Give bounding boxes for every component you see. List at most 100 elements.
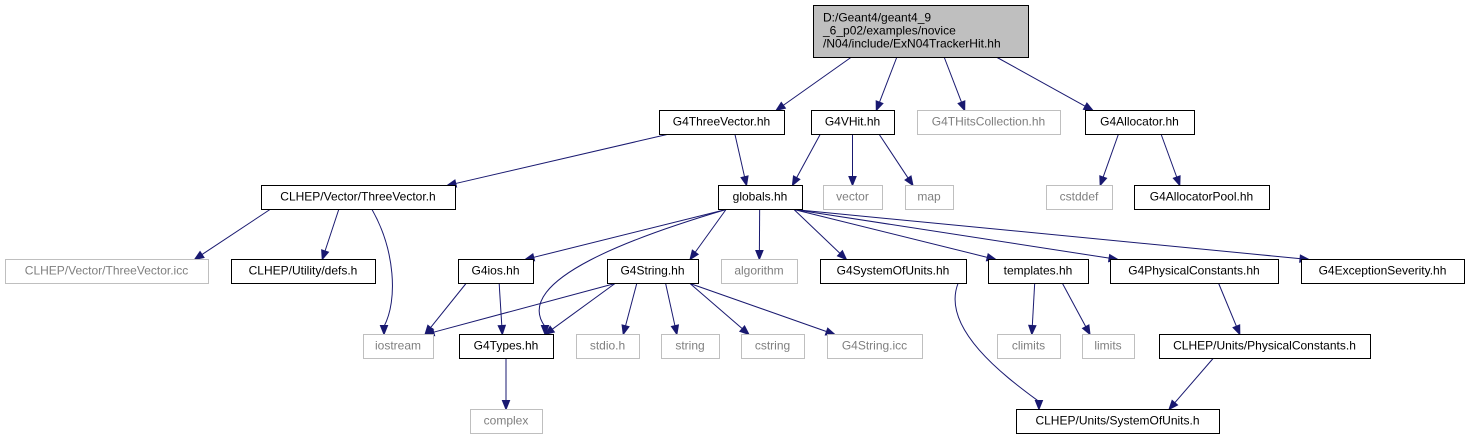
node-box: [1082, 334, 1135, 359]
node-box: [1301, 259, 1465, 284]
node-label: _6_p02/examples/novice: [822, 24, 956, 38]
arrowhead-clhep-systemofunits: [1168, 399, 1179, 411]
edge-g4string-to-g4types: [551, 283, 616, 331]
edge-clhep-physicalconstants-to-clhep-systemofunits: [1173, 358, 1214, 404]
edge-globals-to-g4types: [538, 209, 727, 327]
node-clhep-threevector-icc: CLHEP/Vector/ThreeVector.icc: [5, 259, 209, 284]
node-limits: limits: [1082, 334, 1135, 359]
node-box: [659, 110, 785, 135]
node-cstddef: cstddef: [1046, 185, 1113, 210]
arrowhead-vector: [848, 176, 857, 187]
edge-g4vhit-to-map: [878, 134, 910, 180]
node-iostream: iostream: [363, 334, 434, 359]
edge-root-to-g4thitscollection: [943, 57, 963, 104]
arrowhead-g4vhit: [875, 100, 884, 112]
node-box: [718, 185, 803, 210]
node-label: globals.hh: [733, 190, 788, 204]
node-g4physicalconstants[interactable]: G4PhysicalConstants.hh: [1110, 259, 1279, 284]
node-box: [823, 185, 883, 210]
arrowhead-clhep-defs: [321, 249, 330, 261]
edge-g4vhit-to-globals: [795, 134, 821, 179]
node-label: G4AllocatorPool.hh: [1150, 190, 1253, 204]
edge-g4physicalconstants-to-clhep-physicalconstants: [1218, 283, 1238, 328]
node-g4vhit[interactable]: G4VHit.hh: [811, 110, 895, 135]
arrowhead-complex: [501, 400, 511, 411]
node-clhep-systemofunits[interactable]: CLHEP/Units/SystemOfUnits.h: [1016, 409, 1220, 434]
node-label: climits: [1012, 339, 1045, 353]
arrowhead-clhep-systemofunits: [1034, 400, 1044, 411]
node-label: CLHEP/Units/SystemOfUnits.h: [1035, 414, 1199, 428]
node-label: iostream: [375, 339, 421, 353]
node-label: CLHEP/Vector/ThreeVector.h: [280, 190, 435, 204]
edge-g4ios-to-iostream: [429, 283, 467, 329]
node-box: [721, 259, 798, 284]
node-label: cstddef: [1060, 190, 1099, 204]
node-box: [459, 334, 554, 359]
node-box: [231, 259, 376, 284]
node-g4allocatorpool[interactable]: G4AllocatorPool.hh: [1134, 185, 1270, 210]
edge-globals-to-g4exceptionseverity: [793, 209, 1302, 260]
edge-g4ios-to-g4types: [498, 283, 503, 327]
node-label: G4Allocator.hh: [1100, 115, 1179, 129]
node-label: limits: [1094, 339, 1121, 353]
arrowhead-clhep-threevector-icc: [193, 250, 205, 261]
node-label: map: [917, 190, 941, 204]
node-box: [470, 409, 543, 434]
node-label: vector: [836, 190, 869, 204]
node-label: D:/Geant4/geant4_9: [823, 11, 931, 25]
edge-g4string-to-stdio: [624, 283, 638, 327]
edge-g4threevector-to-clhep-threevector: [454, 134, 668, 185]
node-g4allocator[interactable]: G4Allocator.hh: [1085, 110, 1195, 135]
edge-g4allocator-to-g4allocatorpool: [1160, 134, 1178, 179]
edge-g4string-to-iostream: [432, 283, 616, 333]
node-g4thitscollection: G4THitsCollection.hh: [917, 110, 1061, 135]
node-g4ios[interactable]: G4ios.hh: [458, 259, 534, 284]
arrowhead-g4types: [497, 324, 507, 336]
node-algorithm: algorithm: [721, 259, 798, 284]
node-g4threevector[interactable]: G4ThreeVector.hh: [659, 110, 785, 135]
node-box: [607, 259, 699, 284]
arrowhead-clhep-physicalconstants: [1232, 324, 1241, 336]
node-box: [827, 334, 923, 359]
node-g4systemofunits[interactable]: G4SystemOfUnits.hh: [820, 259, 967, 284]
node-clhep-physicalconstants[interactable]: CLHEP/Units/PhysicalConstants.h: [1159, 334, 1371, 359]
node-templates[interactable]: templates.hh: [988, 259, 1089, 284]
node-box: [917, 110, 1061, 135]
node-box: [1016, 409, 1220, 434]
node-box: [363, 334, 434, 359]
edge-globals-to-g4systemofunits: [793, 209, 842, 255]
node-label: /N04/include/ExN04TrackerHit.hh: [823, 37, 1001, 51]
node-box: [905, 185, 954, 210]
edge-clhep-threevector-to-clhep-defs: [324, 209, 340, 253]
node-label: G4THitsCollection.hh: [932, 115, 1045, 129]
node-clhep-defs[interactable]: CLHEP/Utility/defs.h: [231, 259, 376, 284]
edge-root-to-g4vhit: [878, 57, 898, 104]
arrowhead-climits: [1028, 324, 1037, 336]
node-box: [458, 259, 534, 284]
node-box: [1085, 110, 1195, 135]
arrowhead-stdio: [621, 324, 630, 336]
node-root[interactable]: D:/Geant4/geant4_9_6_p02/examples/novice…: [813, 5, 1029, 58]
node-g4types[interactable]: G4Types.hh: [459, 334, 554, 359]
node-box: [661, 334, 720, 359]
node-climits: climits: [997, 334, 1061, 359]
node-label: string: [675, 339, 704, 353]
node-clhep-threevector[interactable]: CLHEP/Vector/ThreeVector.h: [261, 185, 456, 210]
arrowhead-cstring: [738, 325, 751, 336]
node-label: G4SystemOfUnits.hh: [837, 264, 950, 278]
node-globals[interactable]: globals.hh: [718, 185, 803, 210]
node-label: CLHEP/Utility/defs.h: [249, 264, 358, 278]
arrowhead-string: [670, 324, 680, 336]
node-g4string[interactable]: G4String.hh: [607, 259, 699, 284]
arrowhead-g4threevector: [774, 101, 787, 112]
edge-globals-to-templates: [793, 209, 989, 259]
node-label: G4VHit.hh: [825, 115, 880, 129]
edge-g4string-to-string: [665, 283, 676, 327]
node-label: stdio.h: [590, 339, 625, 353]
node-box: [1110, 259, 1279, 284]
arrowhead-g4systemofunits: [836, 249, 848, 261]
node-box: [5, 259, 209, 284]
node-string: string: [661, 334, 720, 359]
node-g4exceptionseverity[interactable]: G4ExceptionSeverity.hh: [1301, 259, 1465, 284]
